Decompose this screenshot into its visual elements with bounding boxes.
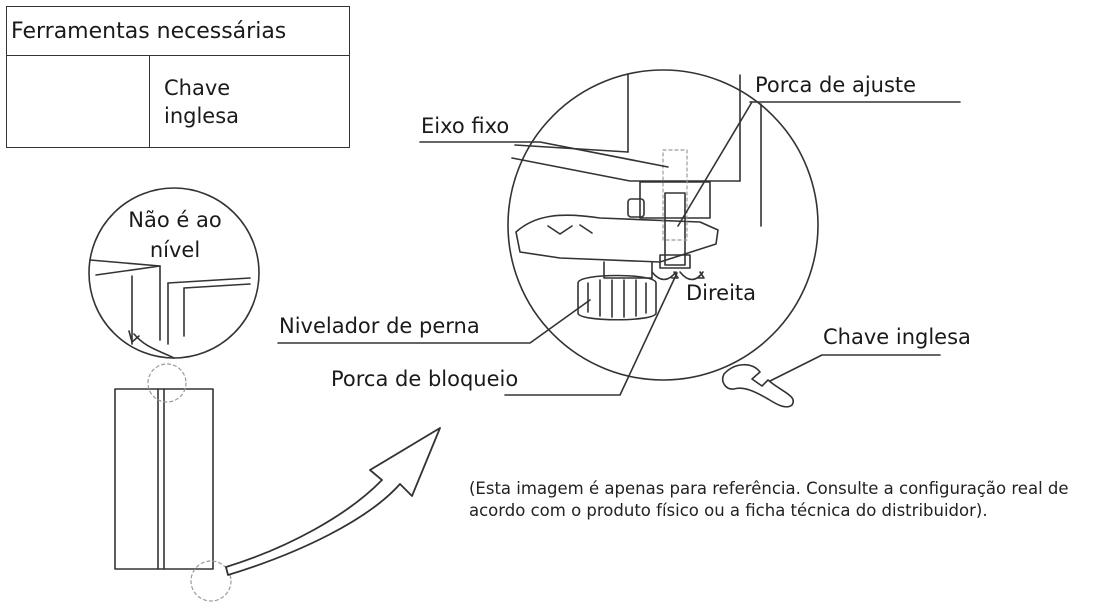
- adjust-nut-label: Porca de ajuste: [755, 73, 917, 97]
- leveler-detail: [507, 69, 819, 381]
- not-level-detail: [88, 187, 260, 359]
- not-level-label: Não é ao nível: [128, 208, 222, 262]
- cabinet-left-top: [89, 259, 161, 341]
- wrench-label: Chave inglesa: [823, 325, 971, 349]
- tools-icon-cell: [7, 56, 150, 148]
- right-direction-label: Direita: [686, 281, 757, 305]
- leveler-foot-grip: [587, 279, 647, 318]
- leveler-stem: [603, 261, 653, 279]
- mount-cap-left: [627, 198, 645, 218]
- leveler-foot: [577, 274, 657, 321]
- lock-nut-label: Porca de bloqueio: [331, 367, 519, 391]
- cabinet-left-edge: [95, 265, 161, 276]
- mount-block: [639, 181, 711, 219]
- cabinet-front-view: [114, 388, 214, 570]
- not-level-pointer-head: [128, 330, 140, 343]
- lock-nut-leader: [504, 272, 678, 396]
- top-gap-dotted-circle: [147, 363, 187, 403]
- tools-table-row: Chave inglesa: [7, 56, 349, 148]
- tool-name: Chave inglesa: [164, 76, 240, 128]
- leg-leveler-leader: [277, 299, 591, 344]
- rotation-arrow-right: [679, 271, 705, 281]
- adjust-nut-leader: [677, 101, 961, 227]
- leveler-magnifier-circle: [507, 69, 819, 381]
- cabinet-right-top: [167, 277, 251, 284]
- bottom-foot-dotted-circle: [190, 560, 232, 602]
- adjust-nut-shape: [659, 254, 691, 269]
- wrench-drawing: [721, 363, 795, 408]
- threaded-shaft: [664, 192, 686, 266]
- shaft-highlight-box: [662, 149, 688, 241]
- wrench-leader: [769, 354, 941, 382]
- fixed-axis-leader: [419, 141, 669, 168]
- bracket-ribs: [547, 224, 593, 235]
- panel-base: [511, 157, 741, 182]
- leg-bracket: [515, 214, 719, 263]
- fixed-axis-label: Eixo fixo: [421, 114, 510, 138]
- tools-required-table: Ferramentas necessárias Chave inglesa: [6, 6, 350, 148]
- leg-leveler-label: Nivelador de perna: [279, 314, 480, 338]
- cabinet-right-edge: [183, 283, 251, 289]
- reference-note: (Esta imagem é apenas para referência. C…: [469, 479, 1069, 520]
- tools-table-header: Ferramentas necessárias: [7, 7, 349, 56]
- zoom-arrow: [225, 427, 441, 576]
